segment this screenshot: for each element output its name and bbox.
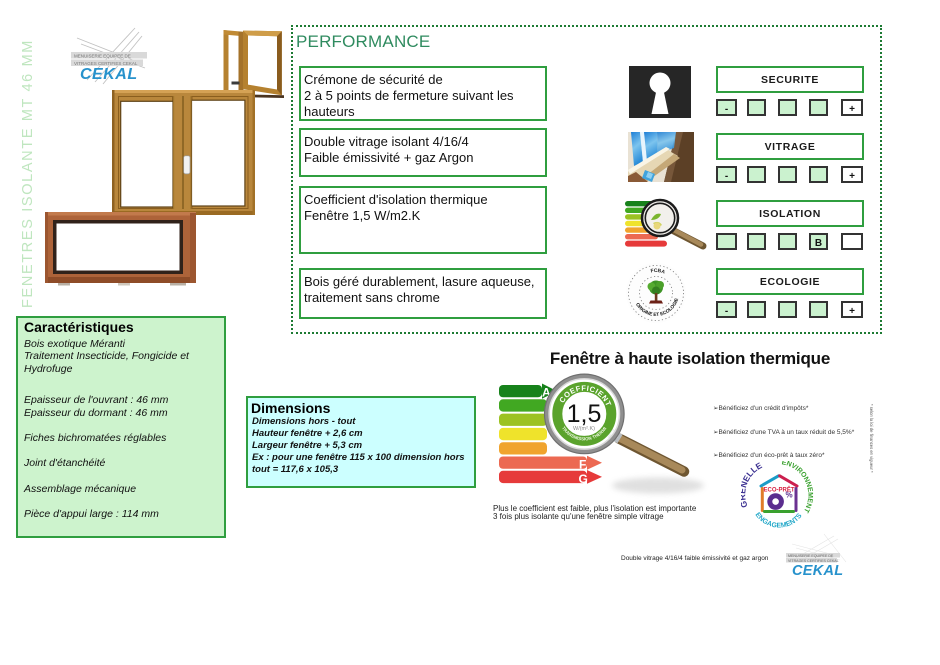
svg-text:G: G <box>579 472 588 486</box>
svg-text:CEKAL: CEKAL <box>792 563 843 579</box>
svg-text:%: % <box>786 491 793 500</box>
svg-text:FCBA: FCBA <box>650 268 666 276</box>
svg-text:MENUISERIE EQUIPEE DE: MENUISERIE EQUIPEE DE <box>788 554 834 558</box>
svg-text:ENGAGEMENTS: ENGAGEMENTS <box>754 511 804 529</box>
svg-text:F: F <box>579 458 586 472</box>
svg-text:MENUISERIE EQUIPEE DE: MENUISERIE EQUIPEE DE <box>74 54 131 59</box>
svg-text:CEKAL: CEKAL <box>80 66 138 83</box>
svg-text:VITRAGES CERTIFIES CEKAL: VITRAGES CERTIFIES CEKAL <box>74 61 138 66</box>
svg-text:ECO-PRÊT: ECO-PRÊT <box>763 486 794 494</box>
svg-text:1,5: 1,5 <box>567 400 602 428</box>
svg-text:W/(m².K): W/(m².K) <box>573 426 595 432</box>
svg-text:VITRAGES CERTIFIES CEKAL: VITRAGES CERTIFIES CEKAL <box>788 559 839 563</box>
svg-text:A: A <box>542 386 551 400</box>
